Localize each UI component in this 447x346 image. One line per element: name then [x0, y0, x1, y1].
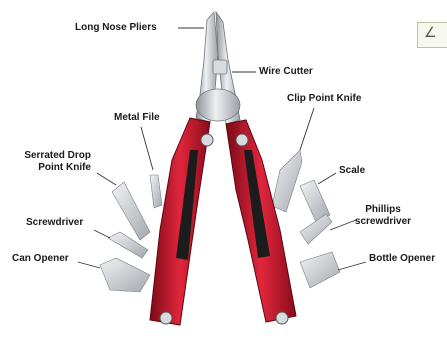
corner-badge: ∠ [417, 22, 447, 48]
leader-can-opener [78, 262, 100, 268]
label-metal-file: Metal File [114, 112, 160, 124]
wire-cutter-block [213, 60, 227, 74]
label-phillips-line2: screwdriver [352, 216, 414, 228]
leader-serrated-knife [97, 173, 116, 185]
metal-file-blade [150, 175, 162, 208]
rivet-right-bottom [276, 312, 288, 324]
rivet-left-bottom [160, 312, 172, 324]
label-can-opener: Can Opener [12, 253, 69, 265]
label-phillips-screwdriver: Phillips screwdriver [352, 204, 414, 228]
leader-clip-point-knife [300, 108, 314, 150]
label-clip-point-knife: Clip Point Knife [287, 93, 361, 105]
leader-screwdriver [94, 230, 110, 238]
label-long-nose-pliers: Long Nose Pliers [75, 22, 157, 34]
leader-metal-file [141, 127, 153, 170]
left-handle [150, 118, 210, 325]
label-bottle-opener: Bottle Opener [369, 253, 435, 265]
leader-bottle-opener [338, 262, 366, 270]
label-serrated-line2: Point Knife [21, 162, 91, 174]
can-opener-blade [100, 258, 150, 292]
rivet-right-top [236, 134, 248, 146]
label-serrated-drop-point-knife: Serrated Drop Point Knife [21, 150, 91, 174]
angle-icon: ∠ [424, 25, 437, 41]
label-serrated-line1: Serrated Drop [21, 150, 91, 162]
rivet-left-top [201, 134, 213, 146]
bottle-opener-blade [300, 252, 340, 288]
label-scale: Scale [339, 165, 365, 177]
label-screwdriver: Screwdriver [26, 217, 83, 229]
leader-scale [318, 173, 336, 184]
pliers-pivot [196, 89, 240, 121]
label-phillips-line1: Phillips [352, 204, 414, 216]
label-wire-cutter: Wire Cutter [259, 66, 313, 78]
serrated-knife-blade [112, 182, 150, 240]
clip-point-knife-blade [272, 150, 302, 212]
